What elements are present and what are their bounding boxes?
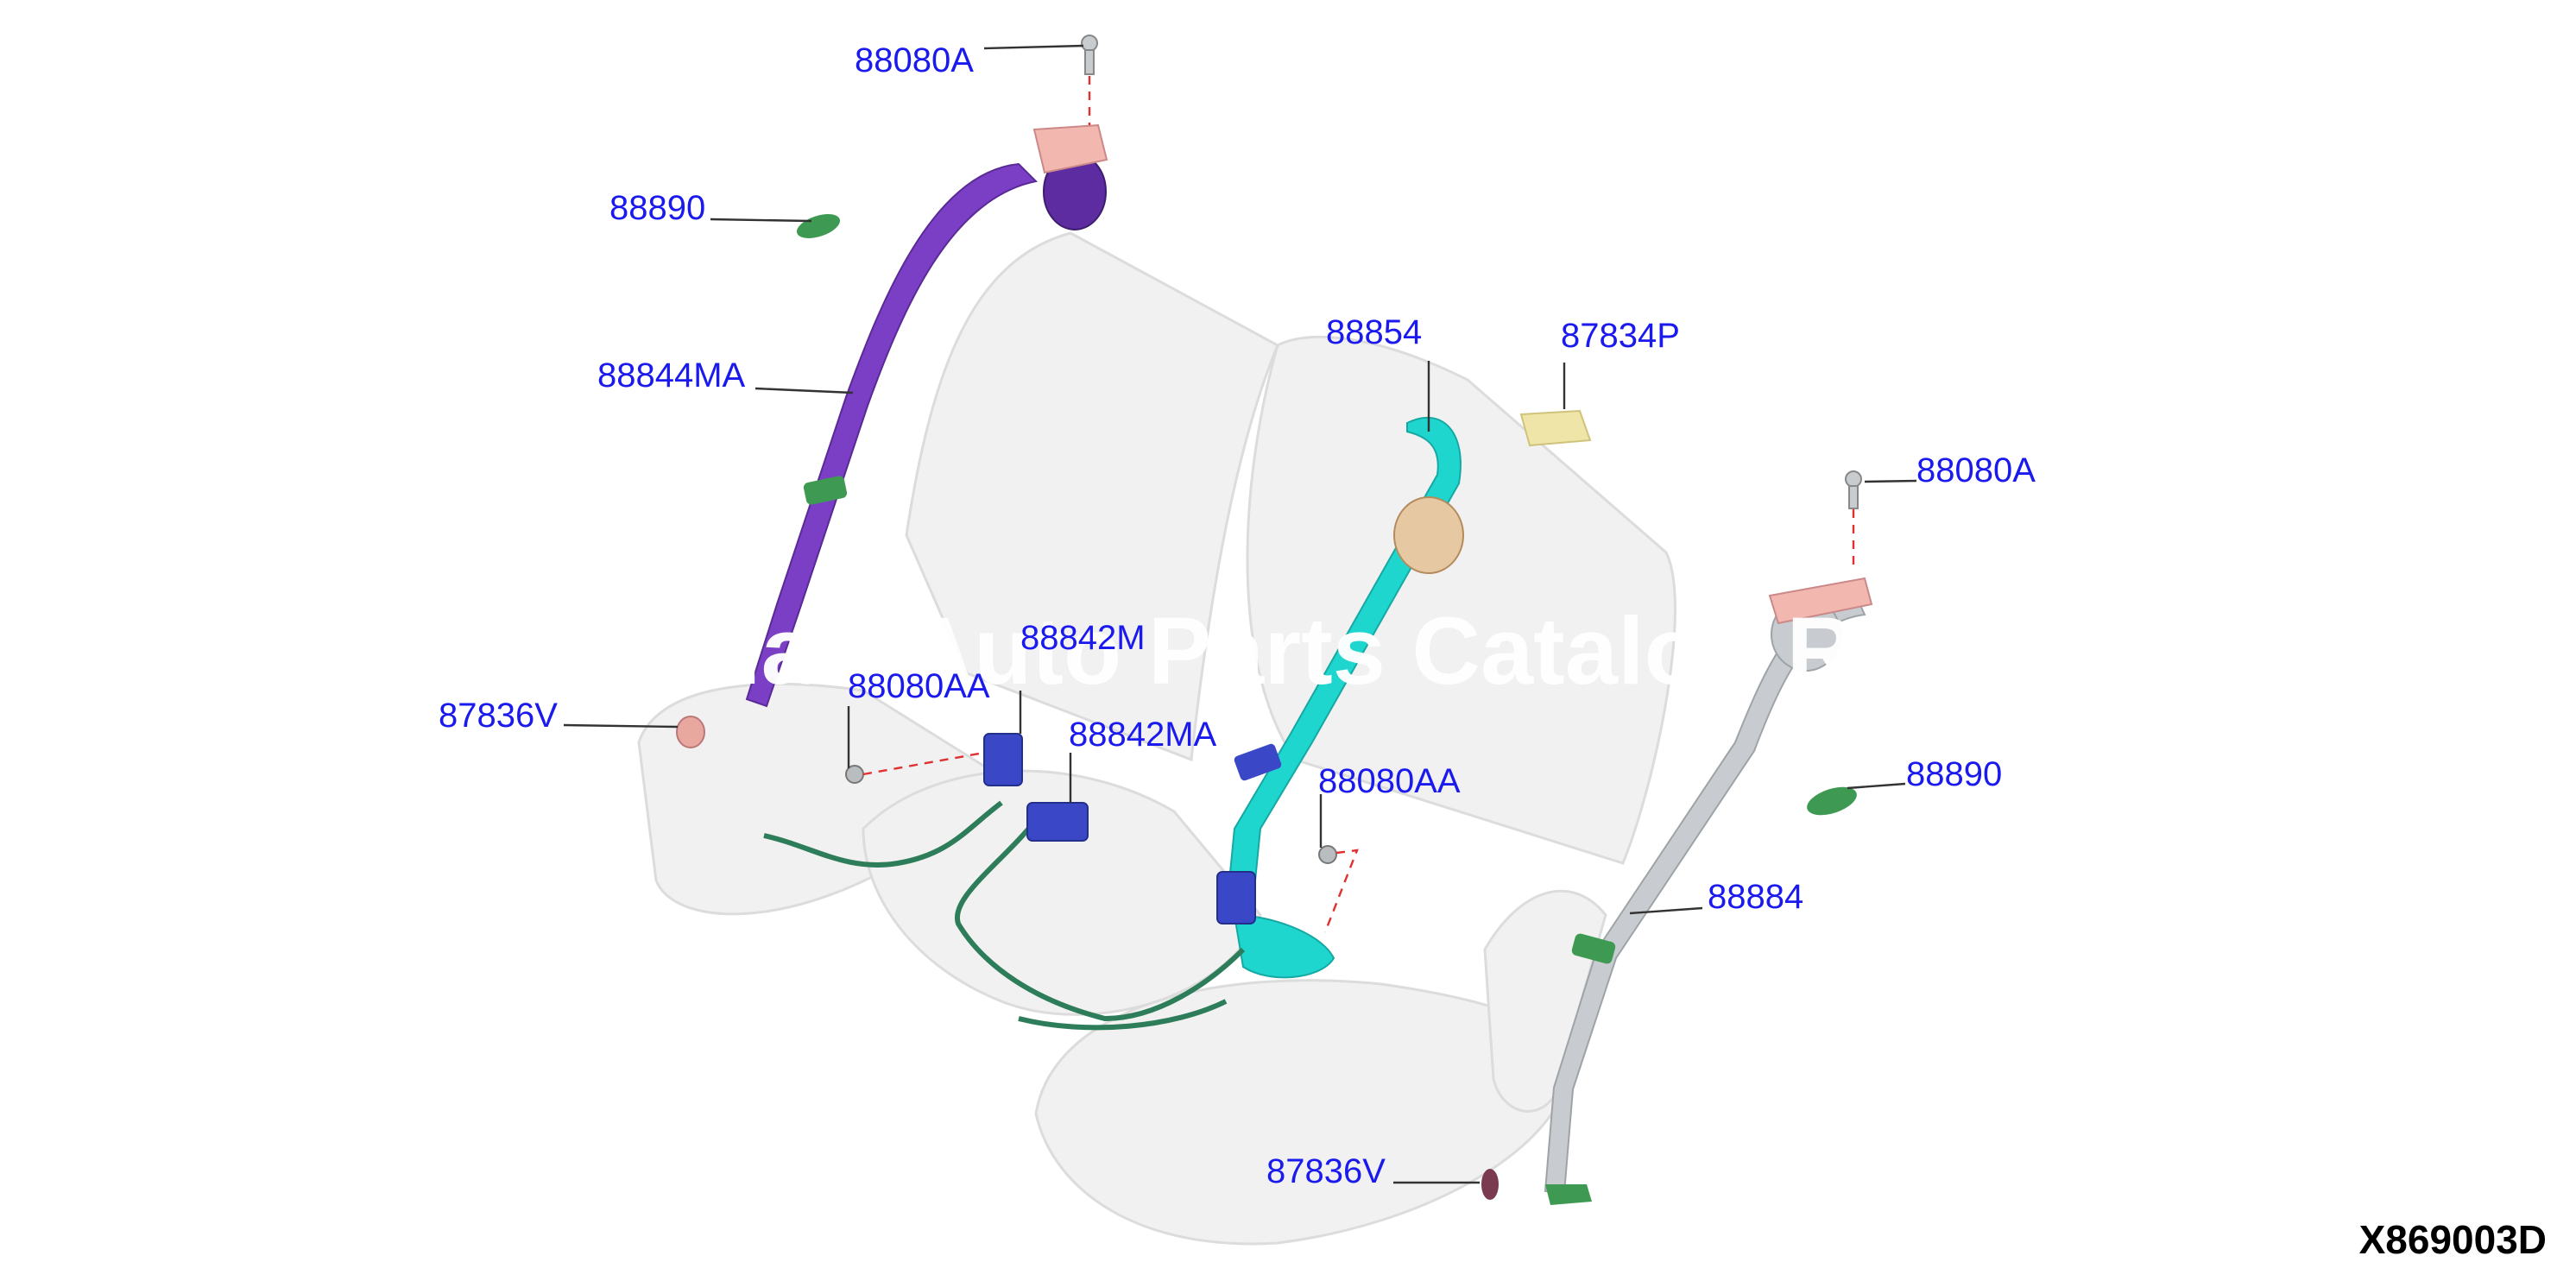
- callout-88080a-right: 88080A: [1916, 451, 2036, 489]
- callout-87836v-left: 87836V: [439, 697, 558, 735]
- callout-88844ma: 88844MA: [597, 357, 746, 394]
- left-seat-belt: [745, 123, 1108, 708]
- buckles-and-harness: [763, 733, 1256, 1031]
- callout-88080aa-center: 88080AA: [1318, 762, 1461, 800]
- center-lower-anchor: [1233, 913, 1335, 979]
- watermark-text: ...art Auto Parts Catalog RA...: [682, 598, 2003, 704]
- callout-87834p: 87834P: [1561, 317, 1680, 355]
- callout-88080aa-left: 88080AA: [848, 667, 990, 705]
- anchor-cover-left: [676, 716, 705, 748]
- bolt-top-left: [1081, 35, 1098, 75]
- callout-87836v-bottom: 87836V: [1266, 1152, 1386, 1190]
- right-seat-belt: [1544, 577, 1873, 1205]
- center-seat-belt: [1224, 416, 1464, 979]
- height-adjuster-cover-left: [796, 214, 841, 238]
- small-parts: [676, 35, 1862, 1200]
- wire-harness: [763, 800, 1246, 1031]
- callout-88842m: 88842M: [1020, 619, 1146, 657]
- center-buckle: [1026, 802, 1089, 842]
- left-upper-anchor-bracket: [1032, 123, 1108, 174]
- center-belt-retractor: [1393, 496, 1464, 574]
- right-belt-guide-clip: [1571, 933, 1616, 964]
- trim-cover-87834p: [1519, 409, 1592, 447]
- right-upper-anchor-bracket: [1768, 577, 1873, 625]
- seat-back-right: [1246, 335, 1676, 865]
- height-adjuster-cover-right: [1807, 786, 1857, 816]
- center-belt-tongue: [1234, 743, 1282, 781]
- callout-88890-left: 88890: [609, 189, 705, 227]
- diagram-reference-code: X869003D: [2359, 1217, 2547, 1262]
- right-lower-anchor: [1545, 1184, 1592, 1205]
- callout-88890-right: 88890: [1906, 755, 2002, 793]
- center-right-buckle: [1216, 871, 1256, 924]
- left-buckle: [983, 733, 1023, 786]
- assembly-lines: [862, 76, 1855, 933]
- leader-lines: [563, 44, 1917, 1184]
- anchor-cover-bottom: [1481, 1169, 1499, 1200]
- callout-88854: 88854: [1326, 313, 1422, 351]
- callout-labels: 88080A 88890 88844MA 88854 87834P 88080A…: [439, 41, 2036, 1190]
- bolt-center-floor: [1318, 845, 1337, 864]
- left-belt-guide-clip: [803, 476, 848, 505]
- callout-88884: 88884: [1708, 878, 1803, 916]
- callout-88080a-top: 88080A: [855, 41, 974, 79]
- callout-88842ma: 88842MA: [1069, 716, 1217, 754]
- left-belt-webbing: [745, 162, 1039, 708]
- bolt-right: [1845, 470, 1862, 509]
